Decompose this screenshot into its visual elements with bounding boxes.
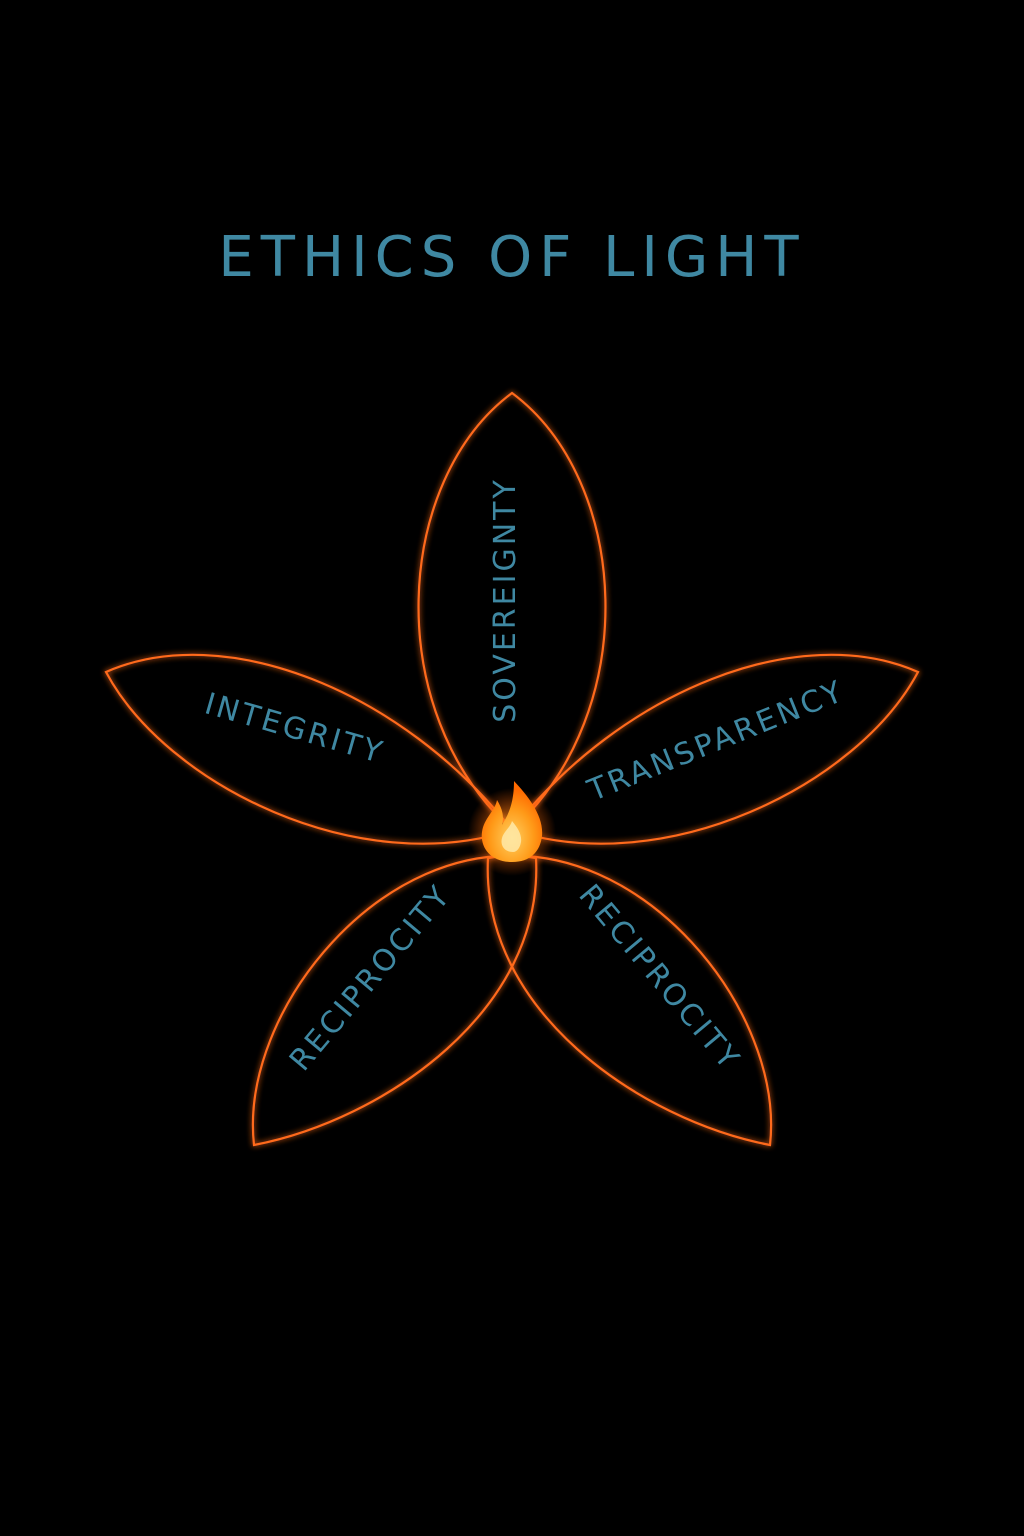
- petal-integrity: [104, 653, 514, 845]
- petal-sovereignty: [417, 391, 607, 832]
- center-flame: [468, 781, 556, 876]
- label-sovereignty: SOVEREIGNTY: [488, 477, 523, 723]
- label-integrity: INTEGRITY: [201, 687, 389, 772]
- petal-transparency: [510, 653, 920, 845]
- flame-core: [501, 821, 522, 852]
- petal-reciprocity-left: [251, 855, 538, 1147]
- diagram-title: ETHICS OF LIGHT: [218, 225, 806, 290]
- label-transparency: TRANSPARENCY: [582, 674, 850, 809]
- petal-reciprocity-right: [486, 855, 773, 1147]
